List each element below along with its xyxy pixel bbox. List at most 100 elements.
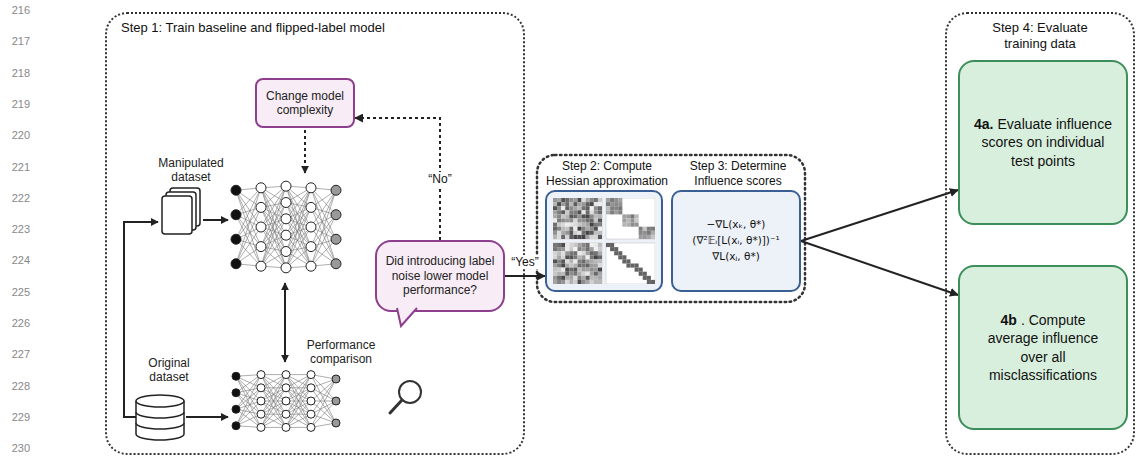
illustration-stroke bbox=[282, 423, 290, 431]
matrix-cell bbox=[631, 219, 635, 223]
matrix-cell bbox=[586, 210, 590, 214]
matrix-cell bbox=[561, 276, 565, 280]
matrix-cell bbox=[569, 264, 573, 268]
matrix-cell bbox=[553, 214, 557, 218]
matrix-cell bbox=[565, 231, 569, 235]
matrix-cell bbox=[622, 219, 626, 223]
matrix-cell bbox=[557, 280, 561, 284]
matrix-cell bbox=[639, 231, 643, 235]
output-text: 4a.Evaluate influence scores on individu… bbox=[960, 62, 1126, 223]
matrix-cell bbox=[590, 255, 594, 259]
matrix-cell bbox=[582, 231, 586, 235]
matrix-cell bbox=[594, 206, 598, 210]
matrix-cell bbox=[578, 214, 582, 218]
matrix-cell bbox=[598, 235, 602, 239]
illustration-stroke bbox=[231, 210, 241, 220]
matrix-cell bbox=[565, 235, 569, 239]
matrix-cell bbox=[573, 202, 577, 206]
matrix-cell bbox=[569, 280, 573, 284]
output-box: 4b. Compute average influence over all m… bbox=[958, 265, 1128, 430]
matrix-cell bbox=[573, 206, 577, 210]
matrix-cell bbox=[565, 255, 569, 259]
illustration-stroke bbox=[332, 375, 340, 383]
matrix-cell bbox=[594, 210, 598, 214]
matrix-cell bbox=[573, 251, 577, 255]
matrix-cell bbox=[565, 219, 569, 223]
matrix-cell bbox=[553, 259, 557, 263]
matrix-cell bbox=[586, 214, 590, 218]
matrix-cell bbox=[586, 272, 590, 276]
matrix-cell bbox=[561, 210, 565, 214]
matrix-cell bbox=[586, 231, 590, 235]
matrix-cell bbox=[553, 251, 557, 255]
matrix-cell bbox=[565, 223, 569, 227]
matrix-cell bbox=[553, 198, 557, 202]
matrix-cell bbox=[553, 219, 557, 223]
illustration-stroke bbox=[281, 214, 291, 224]
matrix-cell bbox=[561, 243, 565, 247]
matrix-cell bbox=[565, 247, 569, 251]
matrix-cell bbox=[590, 272, 594, 276]
step-panel-outline bbox=[537, 155, 805, 302]
matrix-cell bbox=[594, 214, 598, 218]
step-panel: Step 1: Train baseline and flipped-label… bbox=[105, 12, 525, 455]
matrix-cell bbox=[561, 251, 565, 255]
matrix-cell bbox=[573, 259, 577, 263]
matrix-cell bbox=[573, 247, 577, 251]
illustration-stroke bbox=[306, 242, 316, 252]
dataset-stack-icon bbox=[162, 188, 200, 234]
matrix-cell bbox=[598, 251, 602, 255]
matrix-cell bbox=[565, 206, 569, 210]
matrix-cell bbox=[590, 210, 594, 214]
matrix-cell bbox=[635, 214, 639, 218]
matrix-cell bbox=[557, 276, 561, 280]
matrix-cell bbox=[586, 247, 590, 251]
illustration-stroke bbox=[232, 372, 240, 380]
matrix-cell bbox=[578, 247, 582, 251]
illustration-stroke bbox=[307, 397, 315, 405]
illustration-stroke bbox=[257, 384, 265, 392]
matrix-cell bbox=[561, 223, 565, 227]
matrix-cell bbox=[578, 276, 582, 280]
matrix-cell bbox=[565, 276, 569, 280]
matrix-cell bbox=[557, 243, 561, 247]
illustration-stroke bbox=[232, 405, 240, 413]
illustration-stroke bbox=[282, 410, 290, 418]
matrix-cell bbox=[647, 280, 651, 284]
illustration-stroke bbox=[281, 230, 291, 240]
matrix-cell bbox=[586, 227, 590, 231]
matrix-cell bbox=[590, 247, 594, 251]
matrix-cell bbox=[578, 223, 582, 227]
matrix-cell bbox=[614, 206, 618, 210]
matrix-cell bbox=[586, 235, 590, 239]
connector-arrow bbox=[801, 190, 958, 241]
matrix-cell bbox=[594, 276, 598, 280]
matrix-cell bbox=[610, 210, 614, 214]
line-number: 219 bbox=[2, 98, 30, 110]
matrix-cell bbox=[618, 202, 622, 206]
output-paragraph: 4b. Compute average influence over all m… bbox=[974, 311, 1112, 384]
matrix-cell bbox=[553, 235, 557, 239]
matrix-cell bbox=[594, 231, 598, 235]
matrix-cell bbox=[614, 210, 618, 214]
illustration-stroke bbox=[261, 375, 286, 415]
matrix-cell bbox=[569, 268, 573, 272]
matrix-cell bbox=[647, 235, 651, 239]
matrix-cell bbox=[578, 255, 582, 259]
matrix-cell bbox=[582, 227, 586, 231]
matrix-cell bbox=[594, 247, 598, 251]
matrix-cell bbox=[557, 223, 561, 227]
illustration-stroke bbox=[286, 388, 311, 428]
illustration-label: Original dataset bbox=[136, 356, 202, 385]
matrix-cell bbox=[582, 206, 586, 210]
illustration-stroke bbox=[232, 422, 240, 430]
matrix-cell bbox=[618, 251, 622, 255]
matrix-cell bbox=[582, 219, 586, 223]
matrix-cell bbox=[586, 198, 590, 202]
matrix-cell bbox=[582, 243, 586, 247]
matrix-cell bbox=[565, 272, 569, 276]
illustration-stroke bbox=[286, 388, 311, 428]
matrix-quadrant bbox=[606, 243, 655, 284]
matrix-cell bbox=[582, 272, 586, 276]
matrix-cell bbox=[594, 202, 598, 206]
